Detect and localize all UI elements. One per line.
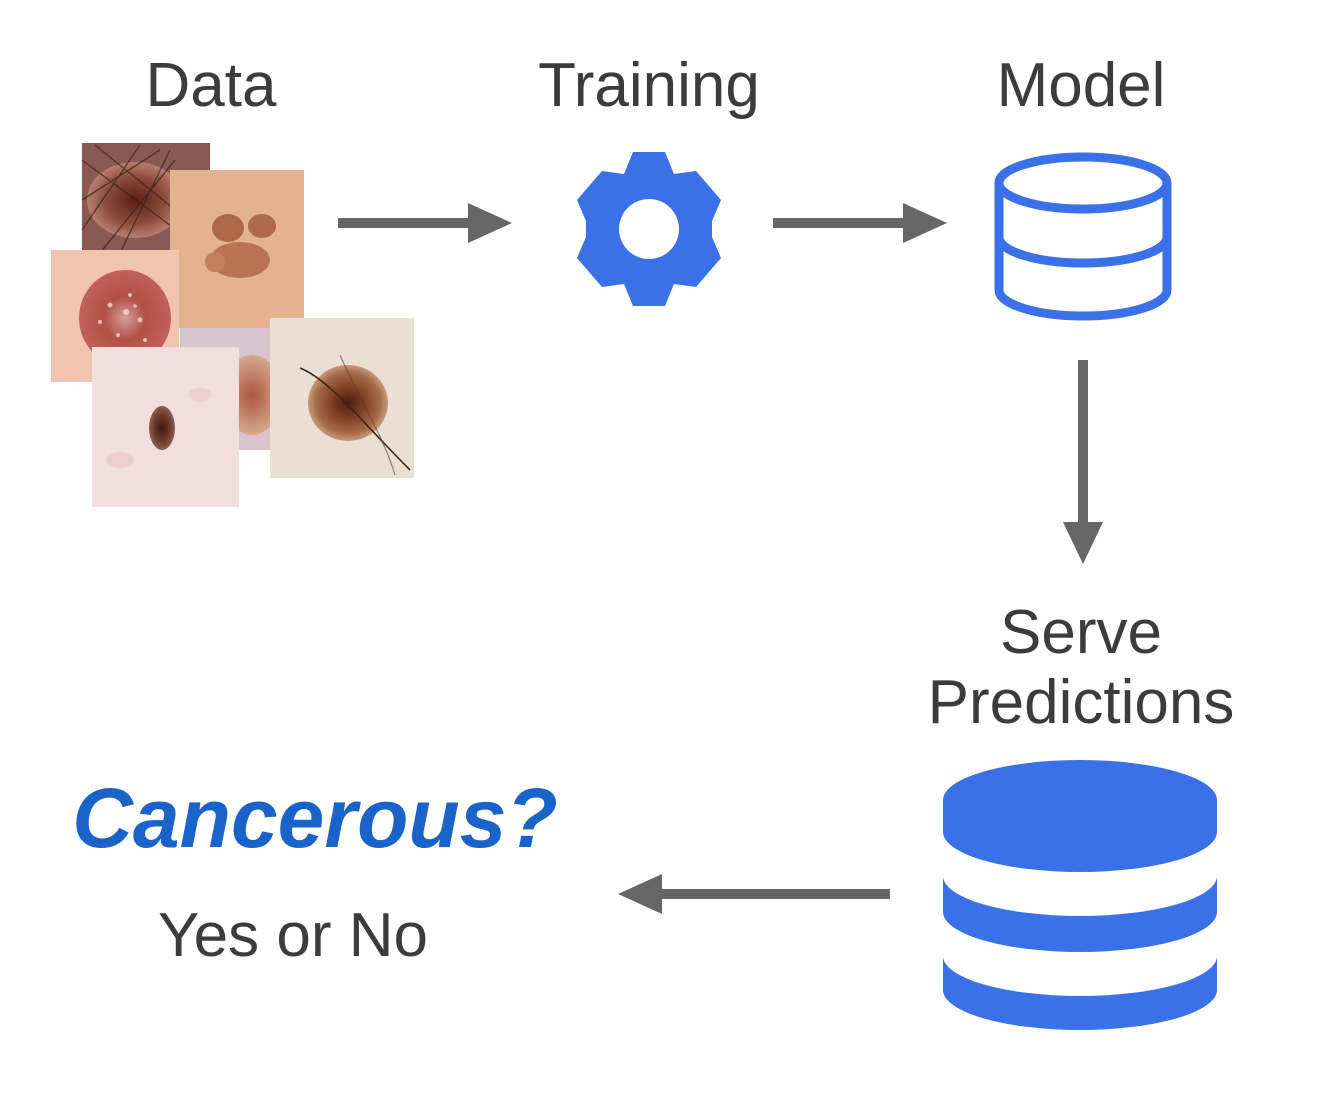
database-outline-icon (994, 152, 1172, 321)
skin-image-collage (51, 143, 414, 507)
step-label-data: Data (145, 51, 277, 120)
step-label-serve-line1: Serve (1000, 598, 1162, 667)
database-filled-icon (943, 760, 1217, 1030)
arrow-model-to-serve (1063, 360, 1103, 564)
result-question: Cancerous? (72, 771, 558, 865)
step-label-training: Training (538, 51, 760, 120)
arrow-data-to-training (338, 203, 512, 243)
arrow-serve-to-result (618, 874, 890, 914)
arrow-training-to-model (773, 203, 947, 243)
step-label-serve-predictions: Serve Predictions (928, 598, 1235, 738)
skin-image (270, 318, 414, 478)
step-label-serve-line2: Predictions (927, 668, 1235, 737)
result-answer: Yes or No (158, 901, 428, 970)
step-label-model: Model (996, 51, 1166, 120)
skin-image (170, 170, 304, 328)
skin-image (92, 347, 239, 507)
gear-icon (577, 152, 721, 306)
